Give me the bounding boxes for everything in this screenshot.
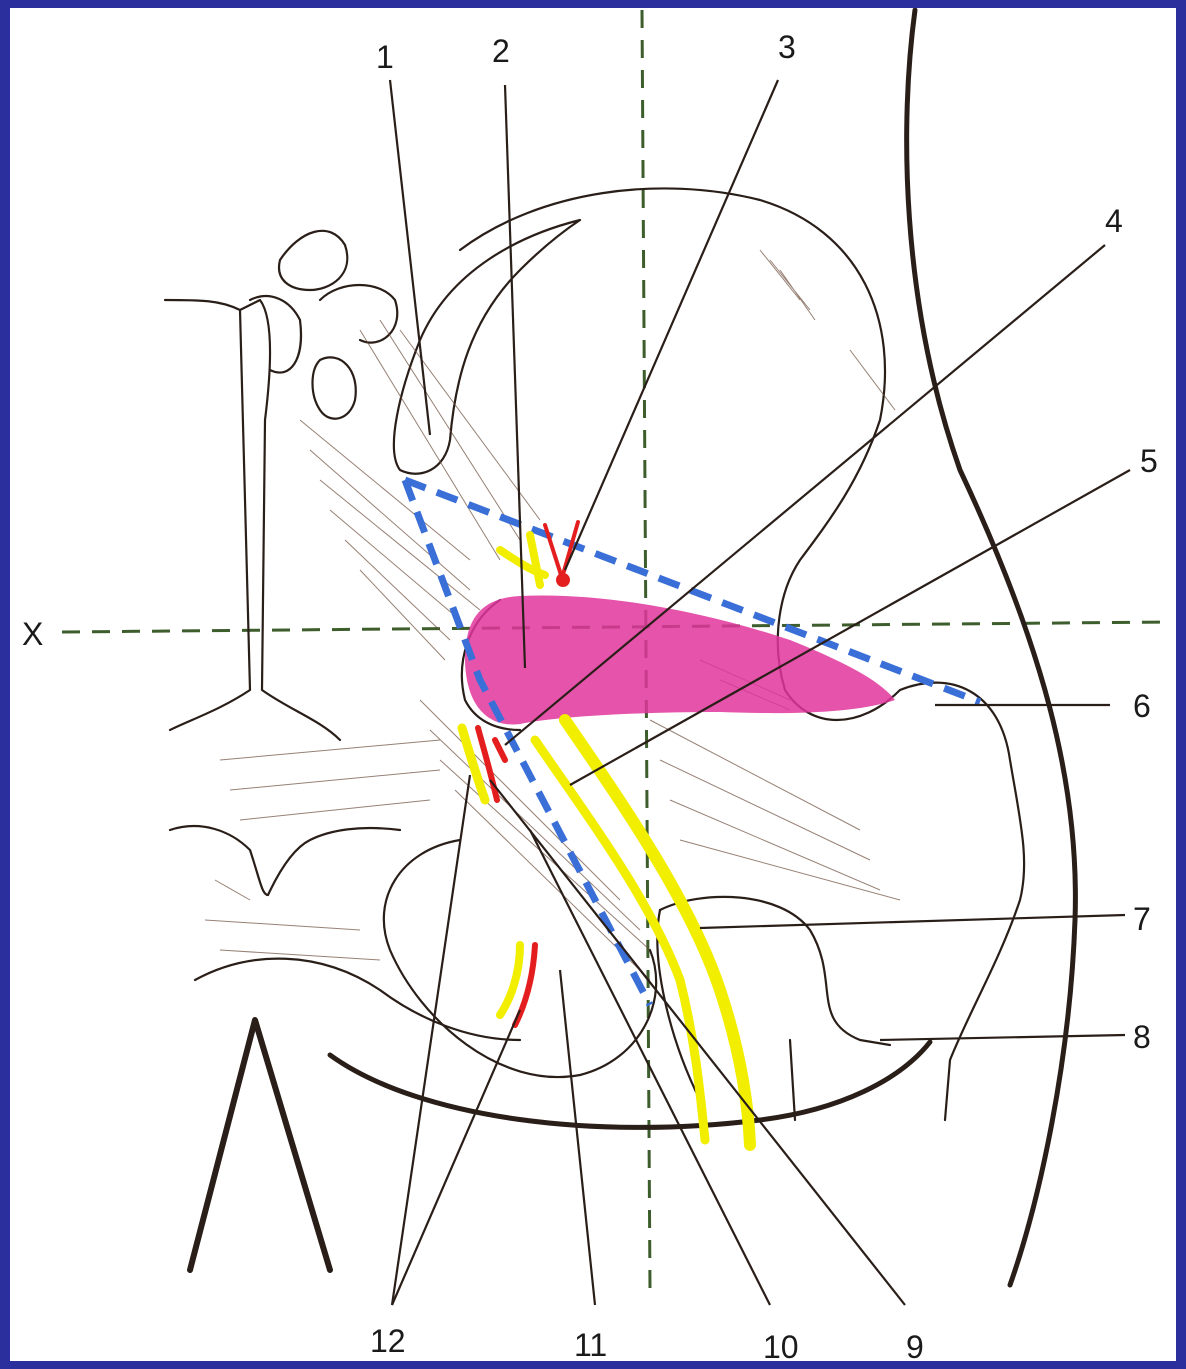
label-7: 7 xyxy=(1133,901,1151,937)
pink-region xyxy=(465,595,895,724)
axis-marker-x: X xyxy=(22,616,43,652)
label-9: 9 xyxy=(906,1329,924,1361)
label-4: 4 xyxy=(1105,203,1123,239)
yellow-nerve-lower xyxy=(500,945,520,1015)
label-8: 8 xyxy=(1133,1019,1151,1055)
label-12: 12 xyxy=(370,1323,406,1359)
iliac-crest-outline xyxy=(250,231,397,373)
figure-frame: X 1 2 3 4 5 6 7 8 12 11 10 9 xyxy=(10,8,1176,1361)
label-6: 6 xyxy=(1133,688,1151,724)
anatomical-diagram: X 1 2 3 4 5 6 7 8 12 11 10 9 xyxy=(10,8,1176,1361)
red-vessel-node xyxy=(556,573,570,587)
label-11: 11 xyxy=(574,1327,607,1361)
perineal-contour xyxy=(190,1020,330,1270)
ischial-outline xyxy=(195,959,520,1040)
label-1: 1 xyxy=(376,39,394,75)
skin-contour-right xyxy=(907,10,1076,1285)
iliac-wing-teardrop xyxy=(394,220,580,474)
label-5: 5 xyxy=(1140,443,1158,479)
coccyx-outline xyxy=(170,826,400,895)
sacrum-outline xyxy=(165,300,340,740)
label-3: 3 xyxy=(778,29,796,65)
label-2: 2 xyxy=(492,33,510,69)
sacral-wing xyxy=(313,357,356,418)
label-10: 10 xyxy=(763,1329,799,1361)
